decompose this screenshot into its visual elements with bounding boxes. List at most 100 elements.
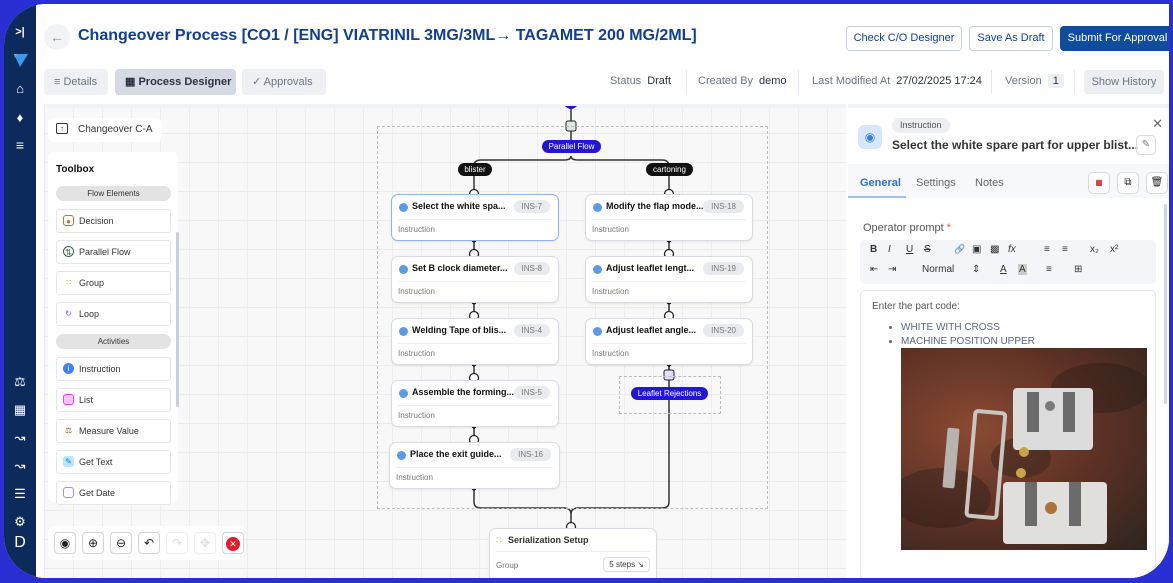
- toolbox-item-get-date[interactable]: Get Date: [56, 481, 171, 505]
- tab-approvals[interactable]: ✓ Approvals: [242, 69, 326, 95]
- undo-icon[interactable]: ↶: [138, 532, 160, 554]
- ordered-list-icon[interactable]: ≡: [1044, 244, 1050, 255]
- tab-notes[interactable]: Notes: [975, 177, 1004, 189]
- branch-label-blister[interactable]: blister: [458, 163, 492, 176]
- details-icon: ≡: [54, 76, 61, 88]
- bullet-list-icon[interactable]: ≡: [1062, 244, 1068, 255]
- gears-icon[interactable]: ⚙: [14, 514, 26, 529]
- tab-label: Approvals: [263, 76, 313, 88]
- operator-prompt-editor[interactable]: Enter the part code: WHITE WITH CROSS MA…: [860, 290, 1156, 578]
- toolbox-item-list[interactable]: List: [56, 388, 171, 412]
- strike-button[interactable]: S: [924, 244, 931, 255]
- image-icon[interactable]: ▣: [972, 244, 982, 255]
- tab-settings[interactable]: Settings: [916, 177, 956, 189]
- instruction-icon: [399, 203, 408, 212]
- panel-tabs: General Settings Notes ▦ ⧉ 🗑: [848, 164, 1169, 198]
- underline-button[interactable]: U: [906, 244, 914, 255]
- canvas-top-strip: [44, 104, 846, 108]
- text-color-icon[interactable]: A: [1000, 264, 1007, 275]
- home-icon[interactable]: ⌂: [16, 81, 24, 96]
- group-node[interactable]: ∷ Serialization Setup Group 5 steps ↘: [489, 528, 657, 578]
- close-icon[interactable]: ✕: [1152, 116, 1163, 131]
- toolbox-item-group[interactable]: ∷Group: [56, 271, 171, 295]
- format-select[interactable]: Normal: [922, 264, 955, 275]
- process-canvas[interactable]: ↑Changeover C-A Toolbox Flow Elements ●D…: [44, 104, 846, 578]
- formula-icon[interactable]: fx: [1008, 244, 1016, 255]
- zoom-out-icon[interactable]: ⊖: [110, 532, 132, 554]
- section-flow-elements: Flow Elements: [56, 186, 171, 201]
- divider: [798, 70, 799, 94]
- measure-icon: ⚖: [64, 426, 73, 435]
- bold-button[interactable]: B: [870, 244, 878, 255]
- save-draft-button[interactable]: Save As Draft: [969, 26, 1053, 51]
- balance-icon[interactable]: ⚖: [14, 374, 26, 389]
- language-flag-icon[interactable]: ▦: [1088, 172, 1110, 194]
- subscript-button[interactable]: x₂: [1090, 244, 1099, 255]
- video-icon[interactable]: ▩: [990, 244, 1000, 255]
- loop-label[interactable]: Leaflet Rejections: [631, 387, 708, 400]
- clipboard-icon[interactable]: ▦: [13, 402, 27, 417]
- move-icon[interactable]: ✥: [194, 532, 216, 554]
- menu-icon[interactable]: ≡: [15, 137, 25, 153]
- indent-icon[interactable]: ⇥: [888, 264, 897, 275]
- chart-icon-2[interactable]: ↝: [14, 458, 26, 473]
- outdent-icon[interactable]: ⇤: [870, 264, 879, 275]
- align-icon[interactable]: ≡: [1046, 264, 1052, 275]
- zoom-in-icon[interactable]: ⊕: [82, 532, 104, 554]
- expand-sidebar-icon[interactable]: >|: [15, 26, 25, 38]
- show-history-button[interactable]: Show History: [1084, 70, 1164, 94]
- chevron-updown-icon[interactable]: ⇕: [972, 264, 981, 275]
- node-type: Instruction: [398, 225, 435, 234]
- italic-button[interactable]: I: [888, 244, 891, 255]
- link-icon[interactable]: 🔗: [954, 244, 966, 254]
- delete-icon[interactable]: 🗑: [1146, 172, 1168, 194]
- toolbox-item-parallel-flow[interactable]: ⇅Parallel Flow: [56, 240, 171, 264]
- branch-label-cartoning[interactable]: cartoning: [646, 163, 693, 176]
- node-id-badge: INS-5: [513, 386, 550, 399]
- toolbox: Toolbox Flow Elements ●Decision ⇅Paralle…: [48, 152, 179, 505]
- chart-icon[interactable]: ↝: [14, 430, 26, 445]
- node-title: Select the white spa...: [412, 201, 506, 211]
- sidebar: >| ⌂ ♦ ≡ ⚖ ▦ ↝ ↝ ☰ ⚙ D: [4, 4, 36, 578]
- toolbox-scrollbar[interactable]: [176, 232, 179, 407]
- bell-icon[interactable]: ♦: [16, 110, 24, 125]
- back-button[interactable]: ←: [44, 24, 70, 50]
- node-type: Instruction: [398, 287, 435, 296]
- tab-general[interactable]: General: [860, 177, 901, 189]
- edit-icon[interactable]: ✎: [1136, 135, 1156, 155]
- check-designer-button[interactable]: Check C/O Designer: [846, 26, 962, 51]
- parallel-flow-label[interactable]: Parallel Flow: [542, 140, 601, 153]
- tab-details[interactable]: ≡ Details: [44, 69, 108, 95]
- fit-view-icon[interactable]: ◉: [54, 532, 76, 554]
- toolbox-item-get-text[interactable]: ✎Get Text: [56, 450, 171, 474]
- clear-icon[interactable]: ✕: [222, 532, 244, 554]
- steps-button[interactable]: 5 steps ↘: [603, 557, 650, 572]
- highlight-icon[interactable]: A: [1018, 264, 1027, 275]
- toolbox-item-measure-value[interactable]: ⚖Measure Value: [56, 419, 171, 443]
- checklist-icon[interactable]: ☰: [14, 486, 26, 501]
- avatar[interactable]: D: [14, 534, 26, 551]
- redo-icon[interactable]: ↷: [166, 532, 188, 554]
- panel-scrollbar[interactable]: [1164, 204, 1167, 404]
- superscript-button[interactable]: x²: [1110, 244, 1119, 255]
- submit-approval-button[interactable]: Submit For Approval: [1060, 26, 1169, 51]
- toolbox-item-decision[interactable]: ●Decision: [56, 209, 171, 233]
- version-value: 1: [1047, 74, 1064, 88]
- toolbox-item-loop[interactable]: ↻Loop: [56, 302, 171, 326]
- table-icon[interactable]: ⊞: [1074, 264, 1083, 275]
- breadcrumb[interactable]: ↑Changeover C-A: [48, 118, 163, 142]
- tab-process-designer[interactable]: ▦ Process Designer: [115, 69, 236, 95]
- duplicate-icon[interactable]: ⧉: [1117, 172, 1139, 194]
- instruction-icon: [593, 327, 602, 336]
